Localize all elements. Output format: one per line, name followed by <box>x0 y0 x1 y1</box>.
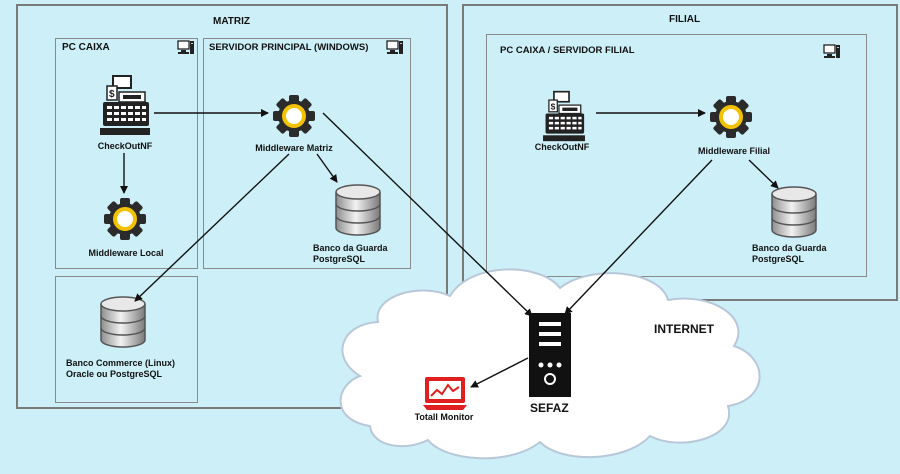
monitor-icon <box>423 377 467 410</box>
pc-caixa-filial-group <box>486 34 867 277</box>
banco-guarda-matriz-line2: PostgreSQL <box>313 254 366 264</box>
banco-commerce-group <box>55 276 198 403</box>
banco-commerce-line2: Oracle ou PostgreSQL <box>66 369 163 379</box>
gear-icon <box>710 96 752 138</box>
pc-caixa-group <box>55 38 198 269</box>
database-icon <box>335 184 381 236</box>
gear-icon <box>104 198 146 240</box>
servidor-principal-title: SERVIDOR PRINCIPAL (WINDOWS) <box>209 42 369 53</box>
banco-guarda-filial-line2: PostgreSQL <box>752 254 805 264</box>
cash-register-icon: $ <box>543 90 585 142</box>
middleware-local-label: Middleware Local <box>88 248 164 258</box>
servidor-principal-group <box>203 38 411 269</box>
middleware-filial-label: Middleware Filial <box>697 146 771 156</box>
svg-text:$: $ <box>109 89 115 100</box>
checkout-filial-label: CheckOutNF <box>534 142 590 152</box>
computer-icon <box>177 40 194 54</box>
middleware-matriz-label: Middleware Matriz <box>255 143 333 153</box>
pc-caixa-filial-title: PC CAIXA / SERVIDOR FILIAL <box>500 45 635 56</box>
server-icon <box>529 313 571 397</box>
gear-icon <box>273 95 315 137</box>
matriz-group <box>16 4 448 409</box>
svg-text:$: $ <box>551 101 556 111</box>
computer-icon <box>386 40 403 54</box>
banco-guarda-matriz-line1: Banco da Guarda <box>313 243 388 253</box>
computer-icon <box>823 44 840 58</box>
banco-commerce-label: Banco Commerce (Linux) Oracle ou Postgre… <box>66 358 175 380</box>
database-icon <box>771 186 817 238</box>
filial-title: FILIAL <box>669 14 701 25</box>
banco-guarda-filial-line1: Banco da Guarda <box>752 243 827 253</box>
sefaz-label: SEFAZ <box>530 401 569 415</box>
banco-commerce-line1: Banco Commerce (Linux) <box>66 358 176 368</box>
matriz-title: MATRIZ <box>213 16 251 27</box>
pc-caixa-title: PC CAIXA <box>62 42 110 53</box>
totall-monitor-label: Totall Monitor <box>414 412 474 422</box>
internet-label: INTERNET <box>654 322 714 336</box>
cash-register-icon: $ <box>100 75 150 135</box>
database-icon <box>100 296 146 348</box>
banco-guarda-filial-label: Banco da Guarda PostgreSQL <box>752 243 827 265</box>
banco-guarda-matriz-label: Banco da Guarda PostgreSQL <box>313 243 388 265</box>
checkout-matriz-label: CheckOutNF <box>97 141 153 151</box>
